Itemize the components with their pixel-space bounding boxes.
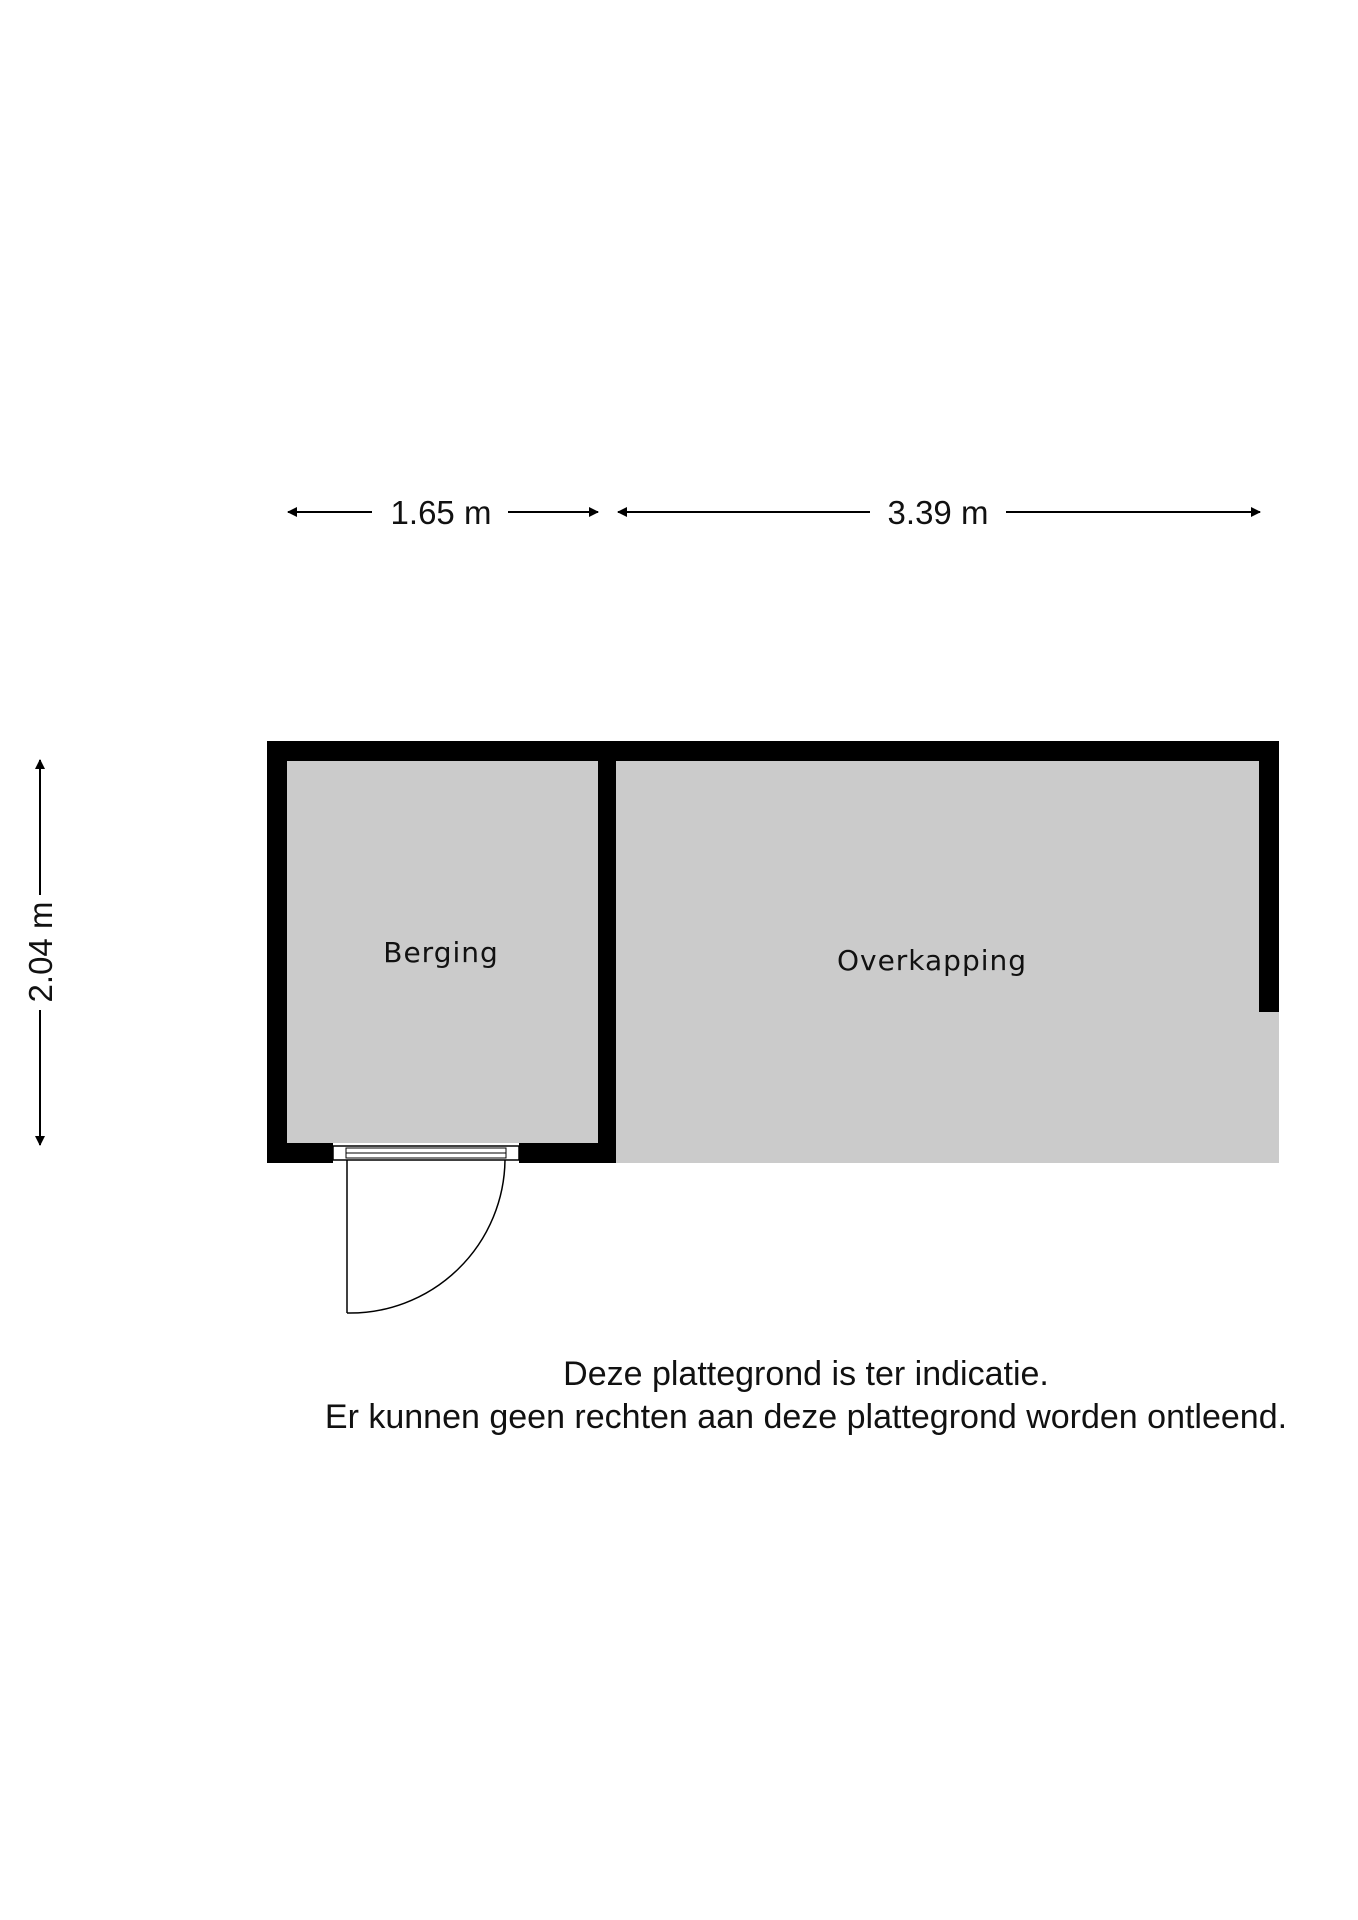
room-label-overkapping: Overkapping (837, 944, 1027, 977)
dimension-label: 3.39 m (888, 494, 989, 531)
floor-overkapping (616, 761, 1279, 1163)
dimension-overkapping-width: 3.39 m (617, 494, 1261, 531)
room-label-berging: Berging (383, 936, 499, 969)
walls (267, 741, 1279, 1163)
dimension-berging-width: 1.65 m (287, 494, 599, 531)
door-swing-arc (346, 1159, 506, 1314)
floor-berging (287, 761, 598, 1143)
disclaimer-line-2: Er kunnen geen rechten aan deze plattegr… (325, 1398, 1287, 1436)
door (332, 1145, 520, 1314)
disclaimer-line-1: Deze plattegrond is ter indicatie. (563, 1355, 1049, 1393)
dimension-label: 1.65 m (391, 494, 492, 531)
dimension-label: 2.04 m (22, 902, 59, 1003)
dimension-depth: 2.04 m (22, 759, 59, 1146)
